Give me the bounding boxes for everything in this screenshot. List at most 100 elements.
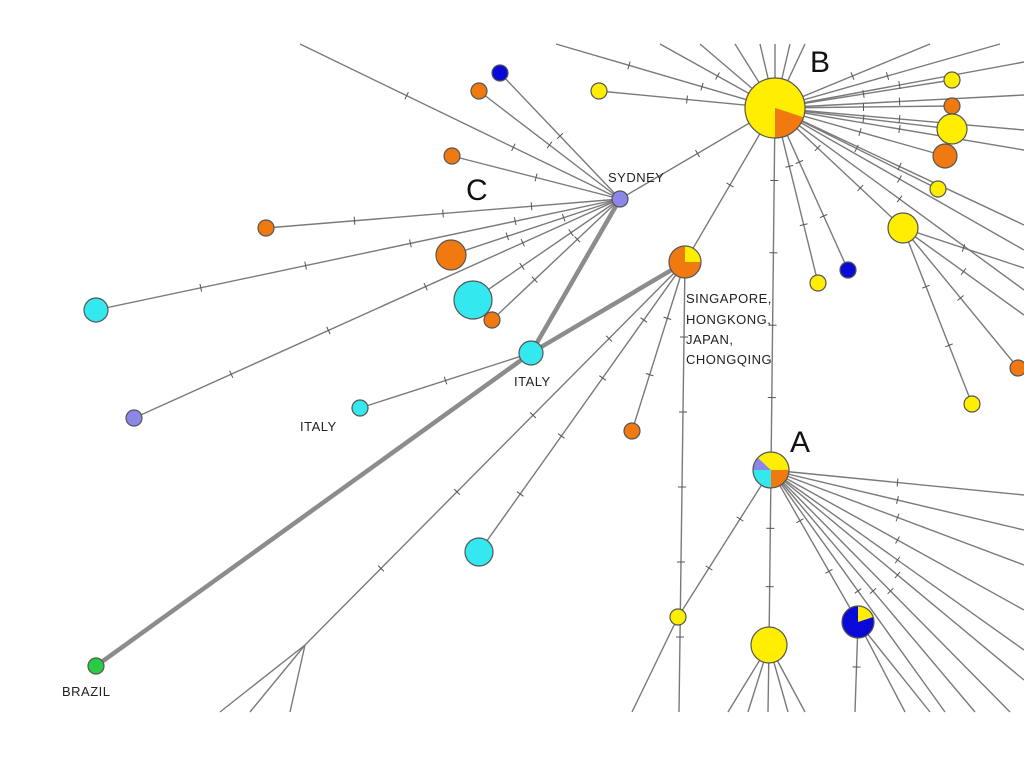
mutation-ticks [199,61,967,668]
mutation-tick [896,495,899,505]
network-edge [857,621,906,713]
mutation-tick [957,295,964,301]
mutation-tick [895,513,900,522]
mutation-tick [799,223,808,227]
mutation-tick [557,433,565,439]
hub-label-b: B [810,46,830,79]
label-brazil: BRAZIL [62,684,111,699]
mutation-tick [574,236,581,243]
hub-a-node [752,451,790,489]
mutation-tick [511,143,516,152]
mutation-tick [897,162,902,171]
brazil-node [87,657,105,675]
network-edge [299,43,621,200]
pie-slice [669,246,701,278]
haplotype-node [929,180,947,198]
network-edge [289,644,306,713]
mutation-tick [960,267,967,276]
label-italy-hub: ITALY [514,374,551,389]
label-sydney: SYDNEY [608,170,664,185]
network-edge [450,198,621,256]
network-edge [219,644,306,713]
haplotype-node [669,608,687,626]
sydney-node [611,190,629,208]
network-edge [491,198,621,321]
mutation-tick [423,282,428,291]
haplotype-node [943,71,961,89]
mutation-tick [530,202,533,211]
network-edge [472,198,621,301]
label-italy-leaf: ITALY [300,419,337,434]
mutation-tick [520,238,525,247]
haplotype-node [83,297,109,323]
mutation-tick [353,216,356,225]
mutation-tick [605,335,613,342]
mutation-tick [961,244,966,252]
mutation-tick [686,95,688,104]
mutation-tick [897,175,902,183]
mutation-tick [561,213,566,222]
mutation-tick [377,565,385,572]
mutation-tick [700,82,704,91]
mutation-tick [519,262,525,270]
pie-outline [668,245,702,279]
mutation-tick [645,372,654,377]
pie-outline [744,77,806,139]
network-edges [94,43,1024,713]
mutation-tick [534,173,538,182]
mutation-tick [894,556,901,564]
haplotype-node [491,64,509,82]
mutation-tick [898,124,901,134]
pie-slice [858,606,874,622]
pie-slice [745,78,775,138]
mutation-tick [529,412,537,419]
haplotype-node [750,626,788,664]
hub-label-c: C [466,174,488,207]
network-edge [631,261,686,432]
haplotype-node [453,280,493,320]
haplotype-node [257,219,275,237]
mutation-tick [922,284,930,289]
network-edge [631,616,679,713]
pie-slice [771,470,789,488]
network-edge [478,261,686,553]
mutation-tick [898,114,901,124]
haplotype-node [963,395,981,413]
network-nodes [83,64,1024,675]
haplotype-node [443,147,461,165]
mutation-tick [785,164,794,168]
mutation-tick [304,261,307,270]
label-chongqing: CHONGQING [686,352,772,367]
haplotype-node [1009,359,1024,377]
mutation-tick [885,72,890,80]
network-edge [768,469,772,646]
mutation-tick [858,128,862,136]
network-labels: B C A SYDNEY ITALY ITALY BRAZIL SINGAPOR… [62,46,830,699]
haplotype-node [435,239,467,271]
mutation-tick [896,195,903,203]
network-edge [249,644,306,713]
mutation-tick [862,114,865,123]
network-edge [529,197,622,355]
pie-slice [858,617,874,622]
pie-slice [753,470,771,488]
pie-slice [757,452,771,470]
pie-outline [752,451,790,489]
label-singapore: SINGAPORE, [686,291,772,306]
haplotype-node [590,82,608,100]
blue-yellow-node [841,605,875,639]
mutation-tick [819,213,828,219]
mutation-tick [869,588,877,594]
network-edge [770,469,859,623]
label-japan: JAPAN, [686,332,734,347]
asia-hub-node [668,245,702,279]
network-edge [555,43,776,109]
haplotype-node [483,311,501,329]
label-hongkong: HONGKONG, [686,312,771,327]
mutation-tick [505,232,510,241]
mutation-tick [326,326,331,335]
network-edge [94,351,533,668]
network-edge [95,198,621,311]
mutation-tick [862,89,865,99]
